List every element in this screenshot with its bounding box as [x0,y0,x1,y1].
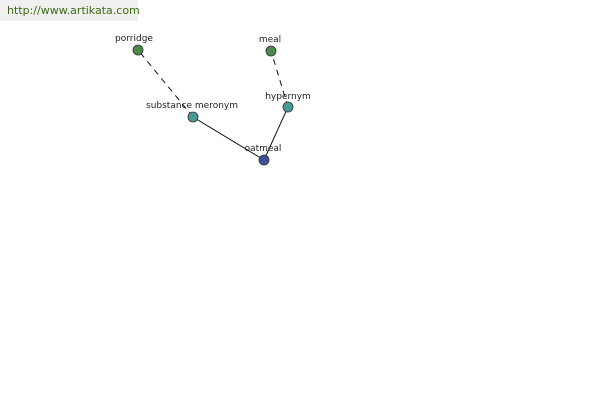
node-dot-oatmeal[interactable] [258,154,270,166]
edges-layer [137,49,289,161]
watermark-link[interactable]: http://www.artikata.com [0,0,140,21]
nodes-layer: oatmeal substance meronym hypernym porridge… [115,34,311,166]
node-oatmeal[interactable]: oatmeal [245,144,282,166]
node-dot-substance-meronym[interactable] [187,111,199,123]
node-label-oatmeal: oatmeal [245,144,282,154]
edge-oatmeal-to-substance-meronym [192,116,265,161]
node-hypernym[interactable]: hypernym [265,92,311,113]
node-label-hypernym: hypernym [265,92,311,102]
node-label-porridge: porridge [115,34,153,44]
node-substance-meronym[interactable]: substance meronym [146,101,238,123]
node-meal[interactable]: meal [259,35,281,57]
edge-oatmeal-to-hypernym [263,106,289,161]
edge-hypernym-to-meal [270,50,289,108]
node-dot-porridge[interactable] [132,44,144,56]
edge-substance-meronym-to-porridge [137,49,194,118]
node-label-meal: meal [259,35,281,45]
node-dot-hypernym[interactable] [282,101,294,113]
node-porridge[interactable]: porridge [115,34,153,56]
node-label-substance-meronym: substance meronym [146,101,238,111]
node-dot-meal[interactable] [265,45,277,57]
